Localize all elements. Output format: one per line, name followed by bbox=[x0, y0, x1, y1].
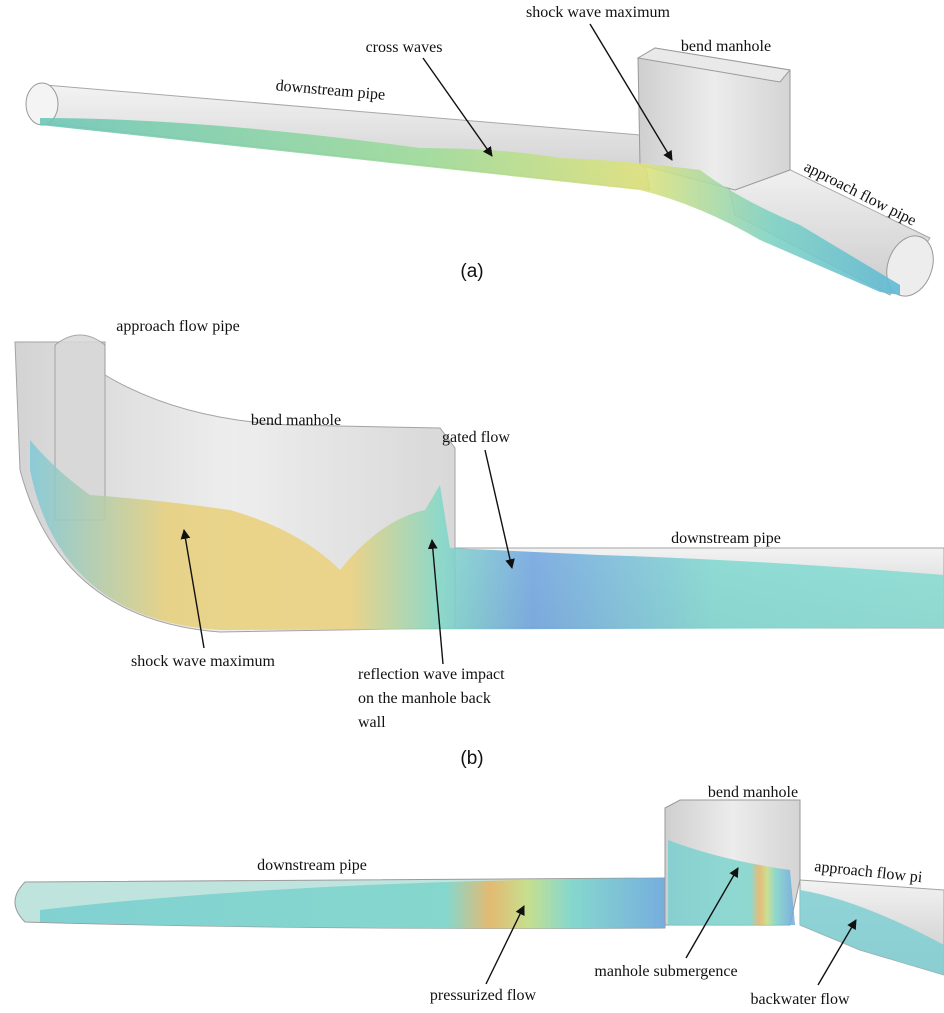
panel-a-label-bend-manhole: bend manhole bbox=[681, 38, 771, 55]
panel-c: bend manhole downstream pipe approach fl… bbox=[14, 784, 944, 1008]
panel-b: approach flow pipe bend manhole gated fl… bbox=[14, 318, 944, 769]
panel-b-arrow-gated bbox=[484, 449, 515, 569]
panel-c-label-downstream-pipe: downstream pipe bbox=[257, 857, 367, 874]
panel-b-label-gated-flow: gated flow bbox=[442, 429, 510, 446]
panel-a-label-downstream-pipe: downstream pipe bbox=[275, 77, 386, 104]
panel-a: (a) shock wave maximum cross waves bend … bbox=[25, 4, 934, 297]
panel-b-label-bend-manhole: bend manhole bbox=[251, 412, 341, 429]
panel-a-label-cross-waves: cross waves bbox=[366, 39, 443, 56]
panel-c-label-bend-manhole: bend manhole bbox=[708, 784, 798, 801]
panel-c-label-manhole-submergence: manhole submergence bbox=[594, 963, 737, 980]
panel-b-approach-pipe-shape bbox=[54, 334, 106, 521]
panel-b-label-approach-flow-pipe: approach flow pipe bbox=[116, 318, 240, 335]
panel-b-arrow-shock bbox=[180, 529, 205, 649]
panel-b-tag: (b) bbox=[460, 748, 483, 769]
panel-a-arrow-cross bbox=[422, 57, 493, 157]
panel-b-label-reflection-2: on the manhole back bbox=[358, 690, 491, 707]
panel-b-label-reflection-3: wall bbox=[358, 714, 386, 731]
panel-b-arrow-reflection bbox=[427, 539, 444, 665]
panel-b-label-reflection-1: reflection wave impact bbox=[358, 666, 505, 683]
panel-a-arrow-shock bbox=[589, 23, 673, 161]
panel-b-label-downstream-pipe: downstream pipe bbox=[671, 530, 781, 547]
panel-c-label-pressurized-flow: pressurized flow bbox=[430, 987, 537, 1004]
panel-b-label-shock-wave-maximum: shock wave maximum bbox=[131, 653, 276, 670]
panel-c-arrow-submergence bbox=[685, 867, 739, 959]
panel-c-arrow-backwater bbox=[817, 919, 857, 986]
panel-a-approach-pipe-end bbox=[886, 235, 934, 297]
panel-a-label-shock-wave-maximum: shock wave maximum bbox=[526, 4, 671, 21]
panel-a-water-surface bbox=[40, 118, 900, 295]
panel-c-label-backwater-flow: backwater flow bbox=[750, 991, 850, 1008]
panel-c-arrow-pressurized bbox=[485, 905, 525, 985]
panel-a-tag: (a) bbox=[460, 261, 483, 282]
panel-b-water-surface bbox=[30, 440, 944, 630]
